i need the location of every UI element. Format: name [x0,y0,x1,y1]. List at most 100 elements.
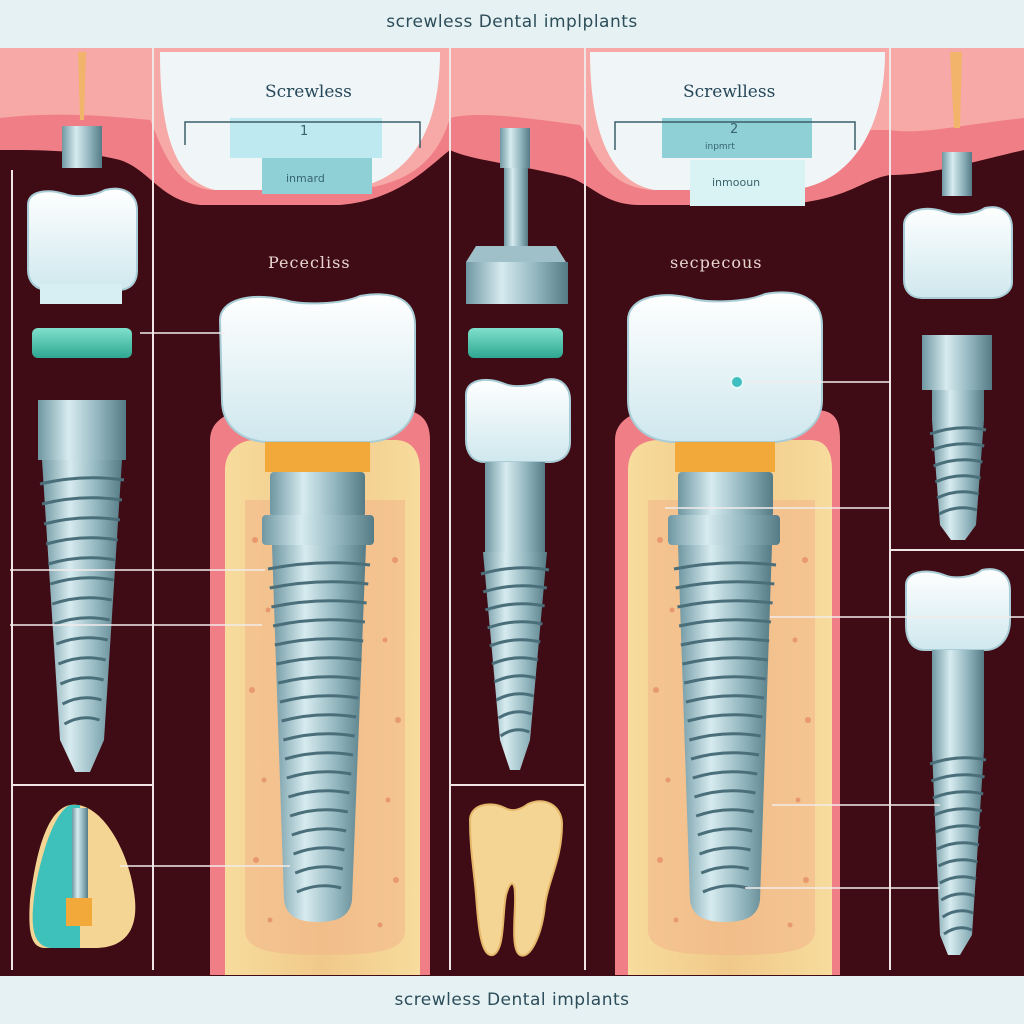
bracket-2 [614,121,856,150]
crown-base-left [40,284,122,304]
fixture-threads-mid [480,566,550,738]
thread-ridge [484,602,545,612]
thread-ridge [276,656,362,666]
thread-ridge [937,858,979,868]
thread-ridge [929,426,987,436]
thread-ridge [932,790,984,800]
thread-ridge [934,474,982,484]
abutment-2 [675,442,775,472]
implant-neck-1 [270,472,365,517]
mini-abutment-left [66,898,92,926]
implant-neck-2 [678,472,773,517]
thread-ridge [685,694,765,704]
fixture-head-left [38,400,126,460]
post-right [932,650,984,750]
page-title: screwless Dental implplants [386,12,638,32]
thread-ridge [680,637,770,647]
thread-ridge [489,638,541,648]
bracket-1 [184,121,421,148]
crown-small-right [903,206,1013,299]
screw-top-right [942,152,972,196]
thread-ridge [940,892,976,902]
implant-collar-1 [262,515,374,545]
thread-ridge [43,516,121,526]
thread-ridge [272,618,366,628]
fixture-threads-right-2 [929,756,987,936]
thread-ridge [267,561,371,571]
crown-marker-dot [730,375,744,389]
panel-2-header: Screwlless [683,82,776,102]
thread-ridge [277,675,361,685]
panel-1-sub-label: Pececliss [268,253,351,272]
thread-ridge [931,442,985,452]
implant-cross-section-2 [615,291,840,975]
root-strand-right [950,52,962,128]
thread-ridge [687,713,763,723]
thread-ridge [690,751,760,761]
panel-1-header: Screwless [265,82,352,102]
thread-ridge [487,620,543,630]
info-box-1 [230,118,382,158]
thread-ridge [289,808,349,818]
implant-threads-1 [267,561,371,894]
thread-ridge [480,566,550,576]
thread-ridge [929,756,987,766]
thread-ridge [53,616,111,626]
crown-small-left [27,187,138,291]
thread-ridge [677,599,773,609]
abutment-1 [265,442,370,472]
thread-ridge [936,841,980,851]
thread-ridge [700,865,750,875]
thread-ridge [682,656,768,666]
thread-ridge [292,846,345,856]
pointer-lines [10,332,1024,889]
thread-ridge [695,808,755,818]
thread-ridge [930,773,985,783]
thread-ridge [673,561,777,571]
thread-ridge [938,506,978,516]
mini-implant-left [72,808,88,898]
thread-ridge [49,576,115,586]
fixture-long-right [932,750,984,955]
implant-threads-2 [673,561,777,894]
post-mid [485,462,545,552]
thread-ridge [693,789,756,799]
panel-1-box-number: 1 [300,124,309,139]
info-box-2 [662,118,812,158]
thread-ridge [61,696,103,706]
panel-2-box-number: 2 [730,122,739,137]
thread-ridge [702,884,748,894]
healing-cap-left [62,126,102,168]
thread-ridge [698,846,751,856]
thread-ridge [45,536,119,546]
thread-ridge [271,599,367,609]
crown-1 [218,293,416,443]
thread-ridge [287,789,350,799]
thread-ridge [281,713,357,723]
thread-ridge [51,596,113,606]
fixture-collar-right [932,390,984,420]
root-strand-left [78,52,86,120]
thread-ridge [59,676,105,686]
thread-ridge [932,458,983,468]
thread-ridge [63,716,101,726]
fixture-threads-right [929,426,987,516]
thread-ridge [697,827,753,837]
info-tab-1 [262,158,372,194]
crown-small-mid [465,378,571,463]
collar-ring-left [32,328,132,358]
panel-2-box-sub: inpmrt [705,142,735,152]
bone-pores-2 [653,537,811,928]
thread-ridge [282,732,355,742]
thread-ridge [497,710,533,720]
fixture-head-right [922,335,992,390]
thread-ridge [296,884,342,894]
thread-ridge [294,865,344,875]
thread-ridge [286,770,352,780]
thread-ridge [41,496,123,506]
thread-ridge [57,656,107,666]
thread-ridge [499,728,530,738]
thread-ridge [269,580,369,590]
thread-ridge [495,692,535,702]
thread-ridge [55,636,109,646]
